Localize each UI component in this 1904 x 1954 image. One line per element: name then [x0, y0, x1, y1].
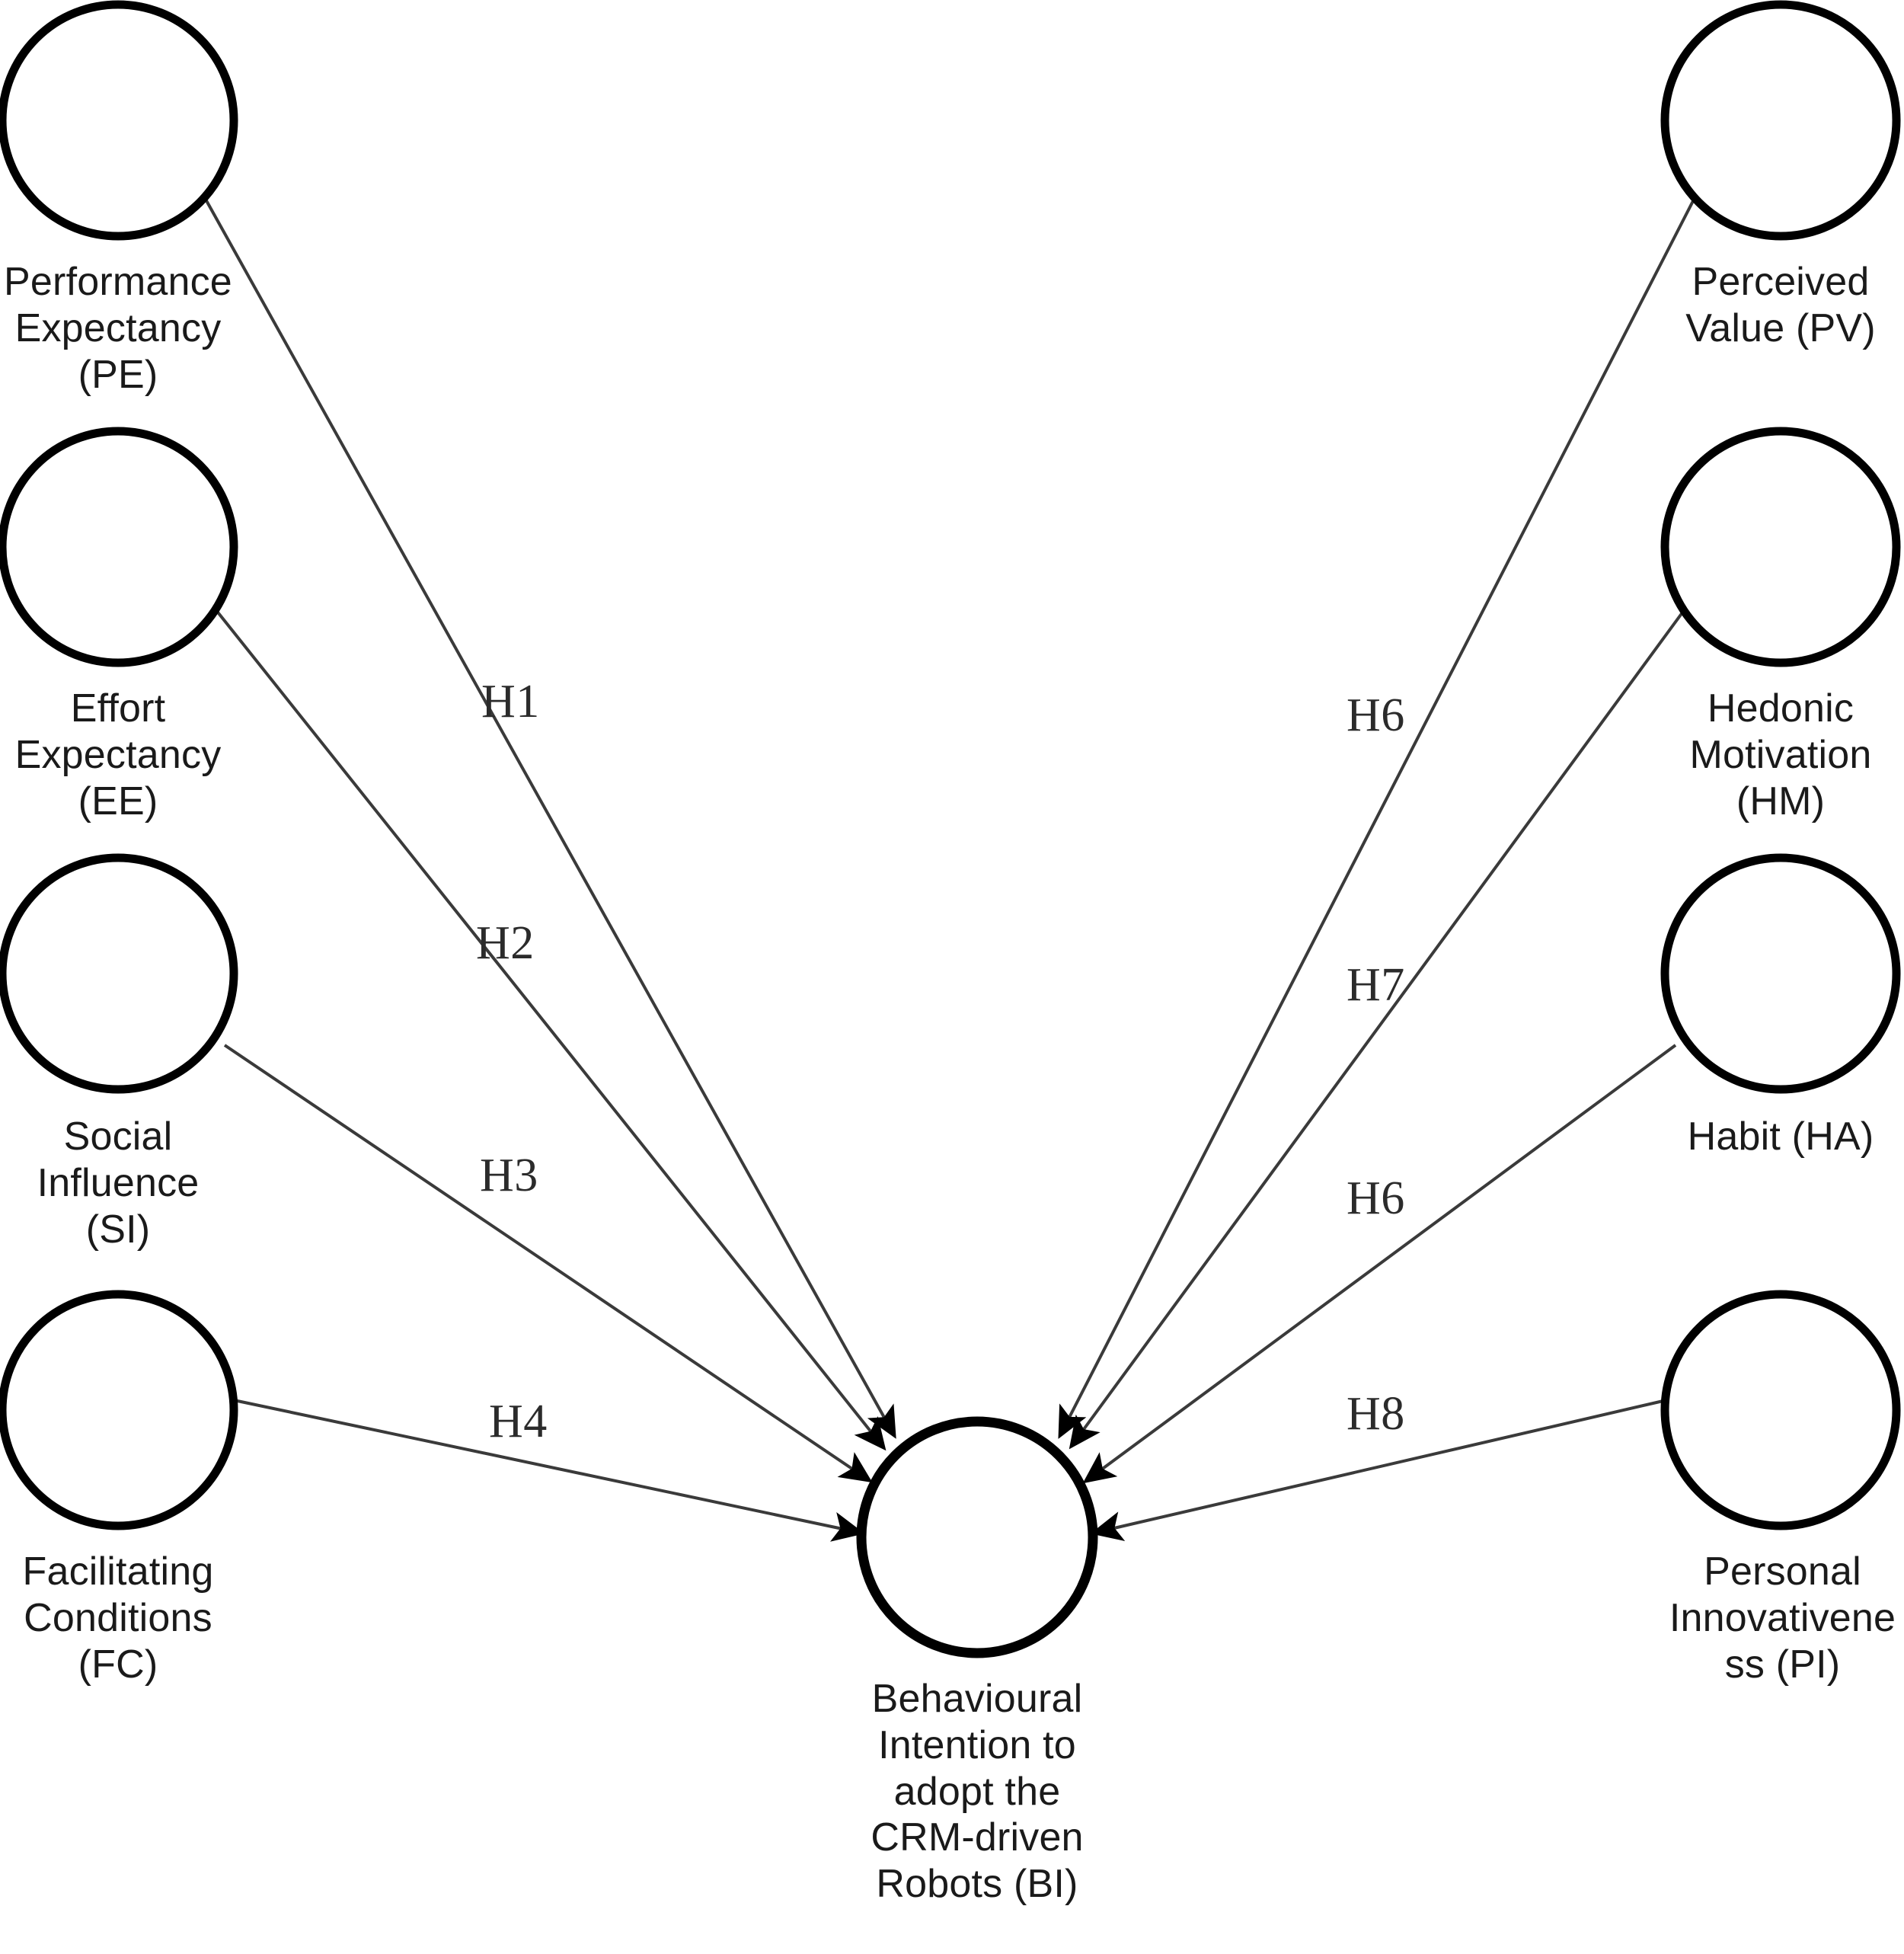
construct-label-hm: Hedonic Motivation (HM)	[1689, 686, 1872, 823]
construct-circles	[0, 0, 1901, 1658]
path-label-h6a: H6	[1347, 689, 1405, 741]
construct-circle-si[interactable]	[0, 853, 238, 1094]
path-line-h1	[203, 196, 896, 1439]
path-label-h8: H8	[1347, 1388, 1405, 1440]
path-line-h6b	[1082, 1044, 1677, 1484]
path-label-h4: H4	[489, 1396, 548, 1447]
path-line-h3	[223, 1044, 873, 1483]
construct-circle-pe[interactable]	[0, 0, 238, 241]
path-lines	[203, 196, 1697, 1542]
construct-circle-ee[interactable]	[0, 427, 238, 667]
construct-circle-bi[interactable]	[856, 1416, 1098, 1658]
construct-circle-pv[interactable]	[1660, 0, 1901, 241]
construct-label-fc: Facilitating Conditions (FC)	[22, 1549, 214, 1687]
construct-circle-hm[interactable]	[1660, 427, 1901, 667]
path-line-h7	[1069, 608, 1686, 1450]
construct-circle-fc[interactable]	[0, 1290, 238, 1530]
construct-label-pe: Performance Expectancy (PE)	[4, 260, 232, 397]
path-label-h7: H7	[1347, 959, 1405, 1011]
construct-circle-ha[interactable]	[1660, 853, 1901, 1094]
construct-label-pv: Perceived Value (PV)	[1685, 260, 1876, 350]
path-line-h4	[233, 1399, 865, 1542]
path-label-h1: H1	[481, 676, 540, 728]
construct-label-si: Social Influence (SI)	[37, 1115, 200, 1252]
construct-label-bi: Behavioural Intention to adopt the CRM-d…	[871, 1677, 1084, 1907]
path-label-h3: H3	[480, 1150, 538, 1201]
construct-label-ha: Habit (HA)	[1687, 1115, 1874, 1159]
construct-label-ee: Effort Expectancy (EE)	[14, 686, 222, 823]
construct-circle-pi[interactable]	[1660, 1290, 1901, 1530]
construct-label-pi: Personal Innovativene ss (PI)	[1669, 1549, 1896, 1687]
path-line-h8	[1090, 1399, 1667, 1542]
path-label-h2: H2	[476, 917, 535, 969]
path-label-h6b: H6	[1347, 1172, 1405, 1224]
path-line-h2	[214, 608, 887, 1451]
path-line-h6a	[1058, 196, 1697, 1439]
